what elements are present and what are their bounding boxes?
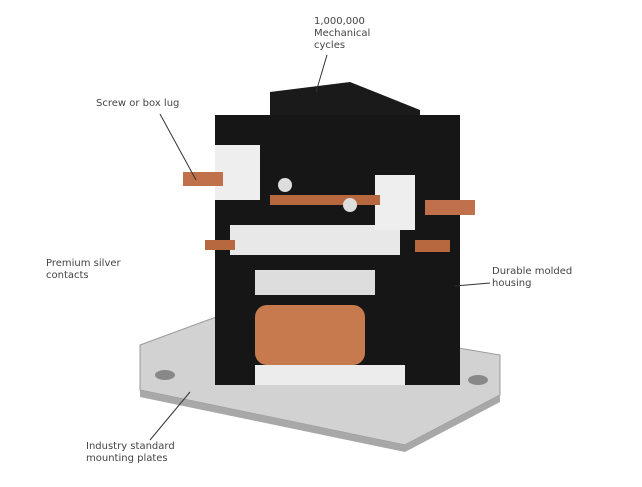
contact-tab [205, 240, 235, 250]
screw [343, 198, 357, 212]
spring [255, 270, 375, 295]
label-silver-contacts: Premium silver contacts [46, 258, 121, 281]
label-mounting-plates: Industry standard mounting plates [86, 441, 175, 464]
leader-lines [149, 54, 491, 441]
label-mechanical-cycles: 1,000,000 Mechanical cycles [314, 16, 371, 51]
terminal-block-right [375, 175, 415, 230]
coil-base [255, 365, 405, 385]
white-carrier [230, 225, 400, 255]
contact-bar [270, 195, 380, 205]
lug-left [183, 172, 223, 186]
label-screw-lug: Screw or box lug [96, 98, 180, 109]
contact-tab [415, 240, 450, 252]
coil [255, 305, 365, 365]
mounting-hole [468, 375, 488, 385]
label-molded-housing: Durable molded housing [492, 266, 573, 289]
mounting-hole [155, 370, 175, 380]
lug-right [425, 200, 475, 215]
screw [278, 178, 292, 192]
